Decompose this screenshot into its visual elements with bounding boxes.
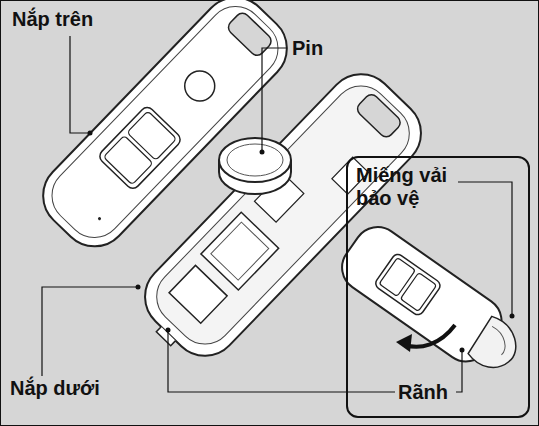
leader-dots bbox=[88, 131, 515, 353]
part-label: Rãnh bbox=[398, 381, 448, 404]
part-label: Nắp trên bbox=[12, 8, 93, 31]
inset-panel: Miếng vải bảo vệ Rãnh bbox=[346, 156, 530, 418]
battery bbox=[219, 138, 291, 194]
part-label: Pin bbox=[292, 37, 323, 60]
lower-cover bbox=[126, 60, 435, 375]
part-label: Nắp dưới bbox=[10, 377, 100, 400]
part-label: Miếng vải bảo vệ bbox=[356, 164, 466, 210]
inset-fob bbox=[333, 218, 532, 386]
leader-lines bbox=[42, 36, 512, 392]
